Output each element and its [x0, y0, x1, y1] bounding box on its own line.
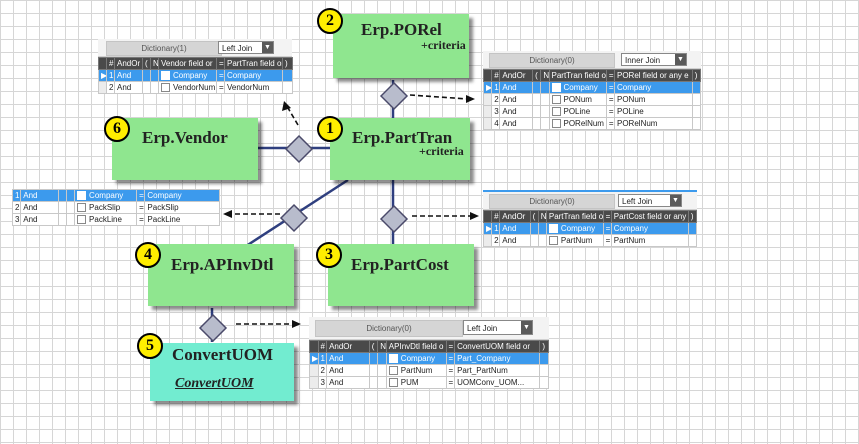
checkbox — [551, 107, 561, 117]
dash-vendor — [287, 107, 299, 126]
dictionary-box[interactable]: Dictionary(1) — [106, 41, 222, 56]
checkbox — [161, 83, 170, 93]
dash-porel — [409, 94, 469, 100]
order-badge: 4 — [135, 242, 161, 268]
checkbox — [551, 83, 561, 93]
checkbox — [551, 95, 561, 105]
checkbox — [388, 378, 398, 388]
node-title: ConvertUOM — [172, 345, 274, 364]
table-node-convertuom[interactable]: ConvertUOM ConvertUOM — [150, 343, 294, 401]
dictionary-box[interactable]: Dictionary(0) — [489, 194, 615, 209]
checkbox — [77, 203, 87, 213]
node-title: Erp.PartTran — [352, 128, 453, 147]
order-badge: 5 — [137, 333, 163, 359]
node-criteria: +criteria — [419, 144, 464, 158]
checkbox — [161, 71, 170, 81]
order-badge: 6 — [104, 116, 130, 142]
join-type-select[interactable]: Left Join▼ — [463, 320, 533, 335]
chevron-down-icon: ▼ — [675, 54, 686, 65]
arrowhead-apinv — [223, 210, 232, 218]
chevron-down-icon: ▼ — [670, 195, 681, 206]
join-connector-vendor[interactable] — [284, 134, 314, 164]
checkbox — [77, 191, 87, 201]
join-connector-apinvdtl[interactable] — [279, 203, 309, 233]
table-node-vendor[interactable]: Erp.Vendor — [112, 118, 258, 180]
order-badge: 2 — [317, 8, 343, 34]
node-title: Erp.APInvDtl — [171, 255, 274, 274]
checkbox — [551, 119, 561, 129]
arrowhead-porel — [466, 95, 475, 103]
node-criteria: +criteria — [421, 38, 466, 52]
arrowhead-vendor — [282, 101, 291, 111]
checkbox — [548, 236, 558, 246]
checkbox — [77, 215, 87, 225]
node-title: Erp.Vendor — [142, 128, 228, 147]
order-badge: 1 — [317, 116, 343, 142]
arrowhead-uom — [292, 320, 301, 328]
join-connector-partcost[interactable] — [379, 204, 409, 234]
checkbox — [388, 354, 398, 364]
join-connector-convertuom[interactable] — [198, 313, 228, 343]
node-title: Erp.PartCost — [351, 255, 449, 274]
chevron-down-icon: ▼ — [521, 321, 532, 334]
table-node-partcost[interactable]: Erp.PartCost — [328, 244, 474, 306]
join-type-select[interactable]: Inner Join▼ — [621, 53, 687, 66]
table-node-apinvdtl[interactable]: Erp.APInvDtl — [148, 244, 294, 306]
dictionary-box[interactable]: Dictionary(0) — [489, 53, 615, 68]
join-connector-porel[interactable] — [379, 81, 409, 111]
node-title: Erp.PORel — [361, 20, 442, 39]
dictionary-box[interactable]: Dictionary(0) — [315, 320, 463, 337]
arrowhead-partcost — [470, 212, 479, 220]
join-type-select[interactable]: Left Join▼ — [618, 194, 682, 207]
table-node-porel[interactable]: Erp.PORel +criteria — [333, 14, 469, 78]
chevron-down-icon: ▼ — [262, 42, 273, 53]
checkbox — [388, 366, 398, 376]
table-node-parttran[interactable]: Erp.PartTran +criteria — [330, 118, 470, 180]
node-subtitle: ConvertUOM — [175, 376, 254, 391]
order-badge: 3 — [316, 242, 342, 268]
checkbox — [548, 224, 558, 234]
join-type-select[interactable]: Left Join▼ — [218, 41, 274, 54]
